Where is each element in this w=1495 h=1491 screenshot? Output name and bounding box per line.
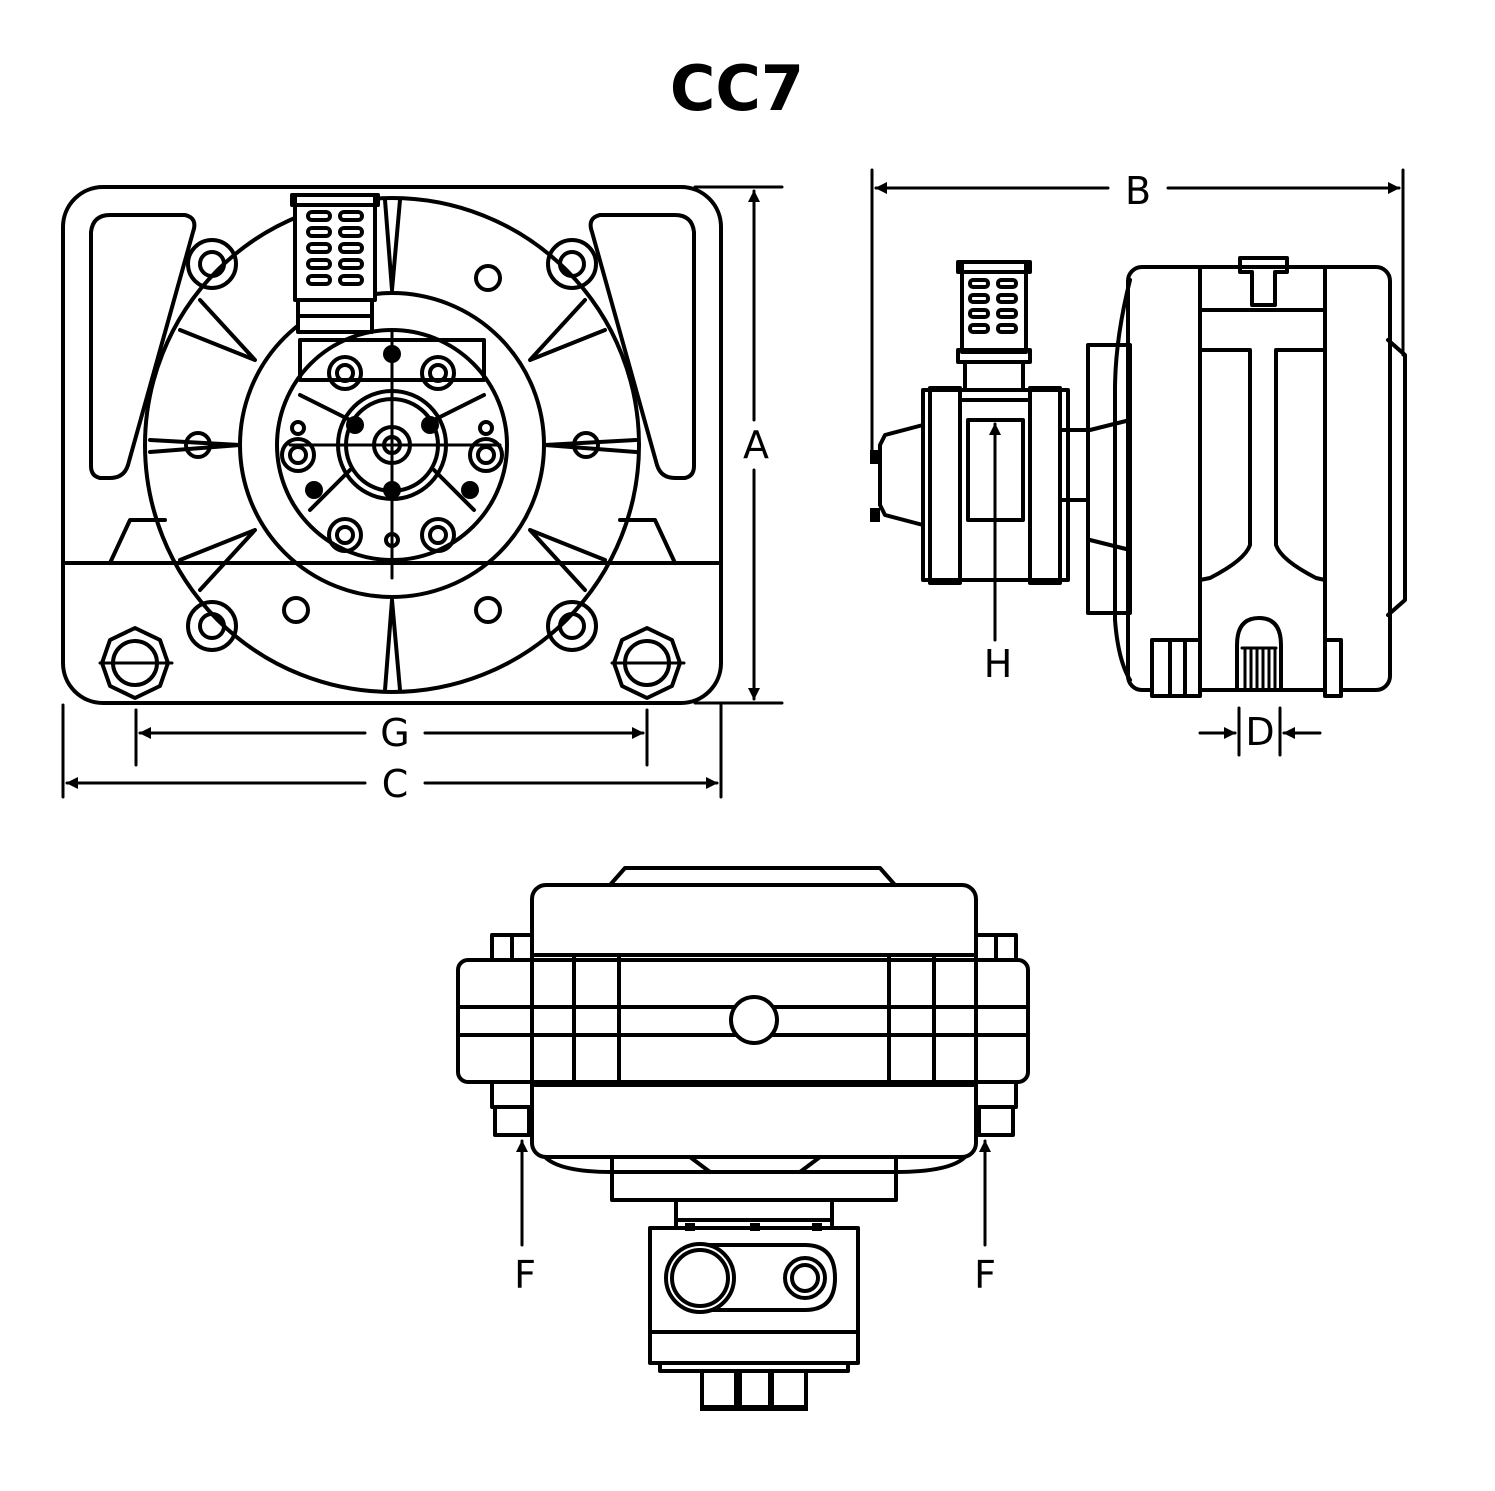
dimension-g-label: G <box>380 711 409 755</box>
dimension-b: B <box>870 168 1405 462</box>
dimension-f-right-label: F <box>974 1253 996 1297</box>
dimension-a: A <box>693 185 784 705</box>
side-view <box>870 256 1407 698</box>
dimension-d: D <box>1198 706 1322 757</box>
drawing-title: CC7 <box>670 52 804 125</box>
dimension-f-left-label: F <box>514 1253 536 1297</box>
dimension-c-label: C <box>382 762 409 806</box>
dimension-h-label: H <box>984 642 1013 686</box>
dimension-f-left: F <box>514 1139 536 1297</box>
dimension-a-label: A <box>743 423 769 467</box>
dimension-d-label: D <box>1245 710 1274 754</box>
top-view <box>456 866 1030 1411</box>
dimension-g: G <box>134 708 649 767</box>
dimension-c: C <box>61 703 723 806</box>
front-view <box>61 185 723 705</box>
dimension-f-right: F <box>974 1139 996 1297</box>
dimension-h: H <box>984 422 1013 686</box>
dimension-b-label: B <box>1125 169 1151 213</box>
